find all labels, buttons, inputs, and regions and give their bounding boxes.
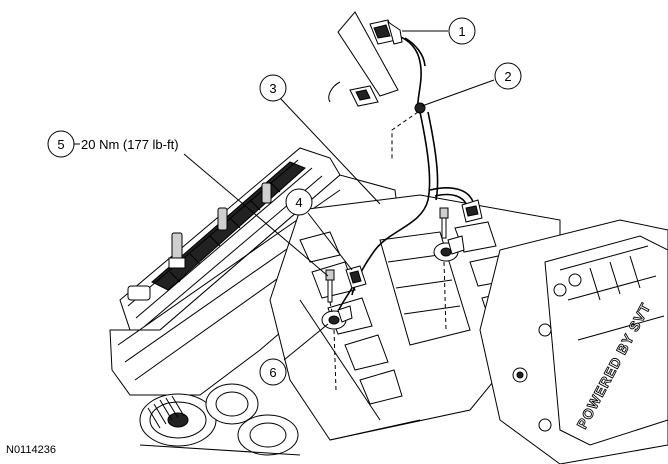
callout-2-number: 2	[504, 69, 511, 84]
callout-5-torque-spec: 20 Nm (177 lb-ft)	[81, 137, 179, 152]
callout-3-number: 3	[269, 81, 276, 96]
right-knock-sensor-bolt	[439, 207, 449, 239]
figure-id-label: N0114236	[6, 444, 56, 456]
accessory-pulleys	[139, 383, 301, 456]
harness-main-connector	[369, 19, 403, 45]
right-valve-cover: POWERED BY SVT	[479, 219, 668, 464]
callout-leaders	[183, 30, 495, 361]
callout-6: 6	[259, 358, 287, 386]
callout-3: 3	[259, 74, 287, 102]
callout-6-number: 6	[269, 365, 276, 380]
right-knock-sensor-connector	[461, 199, 483, 223]
callout-5: 5 20 Nm (177 lb-ft)	[47, 130, 179, 158]
callout-2: 2	[494, 62, 522, 90]
callout-5-number: 5	[57, 137, 64, 152]
harness-retaining-clip	[414, 102, 426, 114]
right-knock-sensor	[433, 235, 465, 262]
callout-4-number: 4	[295, 195, 302, 210]
knock-sensor-harness	[328, 11, 483, 313]
callout-1-number: 1	[458, 24, 465, 39]
harness-secondary-connector	[349, 85, 379, 107]
callout-4: 4	[285, 188, 313, 216]
ignition-coils	[127, 182, 272, 301]
left-knock-sensor-connector	[345, 265, 367, 289]
callout-1: 1	[448, 17, 476, 45]
